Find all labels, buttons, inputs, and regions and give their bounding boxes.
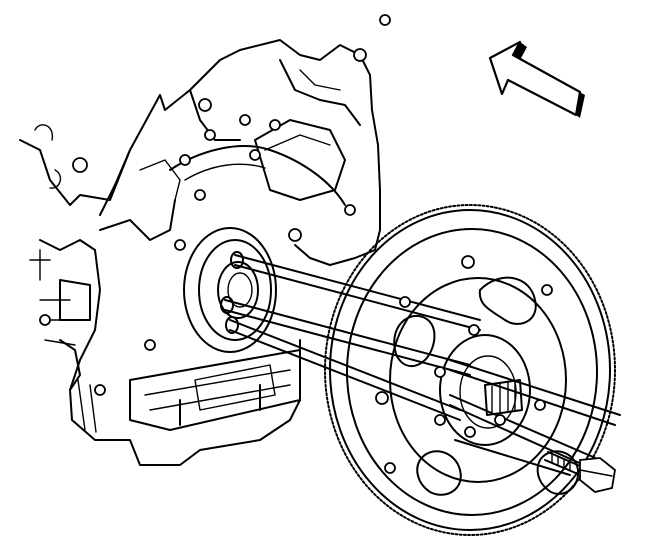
alignment-guide-pins xyxy=(220,251,621,476)
flywheel-bolt xyxy=(544,451,616,493)
direction-arrow-icon xyxy=(488,40,585,118)
crankshaft-flange xyxy=(183,227,277,353)
engine-block xyxy=(19,14,391,466)
flywheel xyxy=(324,204,616,536)
